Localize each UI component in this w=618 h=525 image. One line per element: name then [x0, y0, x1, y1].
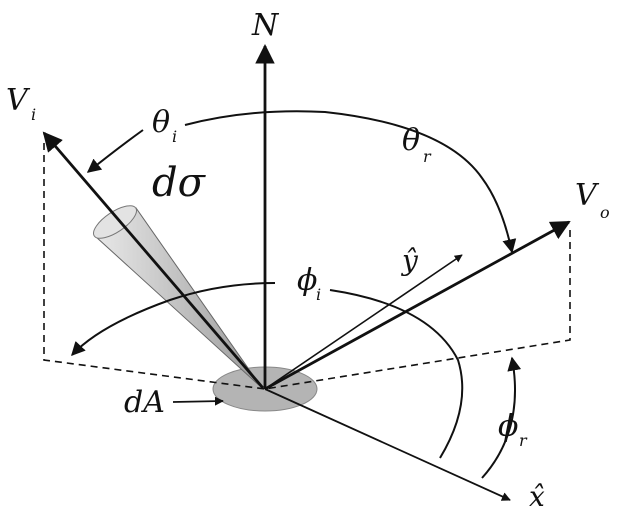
projection-lines [43, 143, 571, 390]
outgoing-vector-subscript: o [600, 203, 610, 222]
theta-r-label: θ [402, 123, 420, 158]
incident-vector [42, 131, 265, 389]
phi-r-arc [481, 356, 522, 479]
incident-vector-label: V [6, 83, 31, 118]
theta-i-label: θ [152, 105, 170, 140]
area-label: dA [124, 385, 165, 420]
phi-i-arc-right [329, 289, 464, 459]
phi-i-arc [71, 282, 276, 357]
theta-r-arc [184, 110, 517, 254]
solid-angle-cone [93, 205, 263, 389]
theta-i-arc [86, 129, 144, 173]
normal-label: N [251, 8, 280, 43]
phi-r-label: ϕ [498, 409, 518, 444]
solid-angle-label: dσ [152, 160, 207, 206]
outgoing-vector [264, 220, 571, 391]
outgoing-vector-label: V [575, 178, 600, 213]
x-axis-label: x̂ [529, 480, 545, 513]
theta-i-subscript: i [172, 127, 177, 146]
y-axis [264, 254, 463, 390]
phi-r-subscript: r [519, 431, 528, 450]
area-pointer [172, 396, 224, 406]
phi-i-label: ϕ [297, 263, 317, 298]
x-axis [264, 388, 511, 501]
phi-i-subscript: i [316, 285, 321, 304]
incident-vector-subscript: i [31, 105, 36, 124]
y-axis-label: ŷ [400, 244, 419, 277]
theta-r-subscript: r [423, 147, 432, 166]
